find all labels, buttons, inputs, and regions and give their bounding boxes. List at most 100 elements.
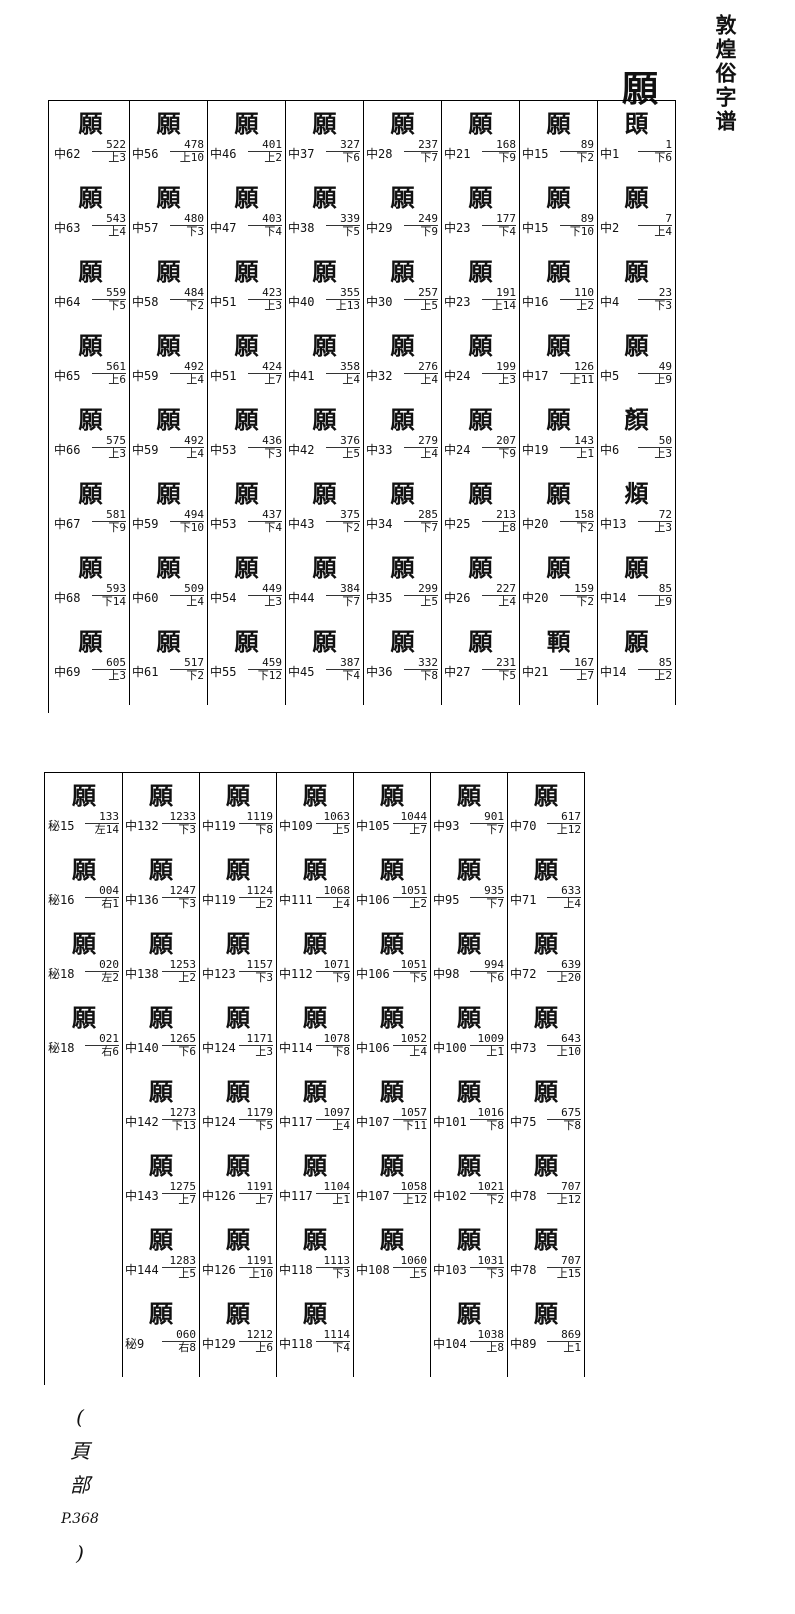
page-number: 561 [92,361,126,374]
line-position: 上2 [576,299,594,312]
line-position: 下14 [101,595,126,608]
page-number: 480 [170,213,204,226]
line-position: 上1 [563,1341,581,1354]
page-number: 1212 [239,1329,273,1342]
variant-glyph: 願 [149,929,173,958]
line-position: 上14 [491,299,516,312]
line-position: 上5 [332,823,350,836]
variant-glyph: 願 [380,855,404,884]
line-position: 上5 [342,447,360,460]
page-number: 494 [170,509,204,522]
page-number: 707 [547,1181,581,1194]
variant-glyph: 願 [534,929,558,958]
variant-glyph: 願 [78,479,103,508]
line-position: 上5 [420,595,438,608]
page-number: 375 [326,509,360,522]
variant-glyph: 願 [546,479,571,508]
line-position: 下10 [179,521,204,534]
line-position: 上7 [576,669,594,682]
line-position: 上4 [186,373,204,386]
page-number: 1247 [162,885,196,898]
page-number: 1097 [316,1107,350,1120]
page-number: 492 [170,435,204,448]
line-position: 下12 [257,669,282,682]
line-position: 下9 [332,971,350,984]
line-position: 上3 [108,151,126,164]
line-position: 下10 [569,225,594,238]
source-ref: 中15 [522,221,549,235]
line-position: 下4 [264,521,282,534]
page-number: 1233 [162,811,196,824]
source-ref: 中42 [288,443,315,457]
variant-glyph: 願 [78,627,103,656]
line-position: 上7 [255,1193,273,1206]
variant-glyph: 願 [546,331,571,360]
variant-glyph: 願 [380,781,404,810]
source-ref: 中72 [510,967,537,981]
variant-glyph: 願 [624,553,649,582]
variant-glyph: 願 [303,1225,327,1254]
line-position: 左14 [94,823,119,836]
source-ref: 中103 [433,1263,467,1277]
line-position: 上3 [108,447,126,460]
line-position: 下7 [486,897,504,910]
line-position: 下2 [576,521,594,534]
source-ref: 秘15 [48,819,75,833]
line-position: 上4 [186,447,204,460]
variant-glyph: 願 [546,109,571,138]
line-position: 上10 [248,1267,273,1280]
page-number: 1071 [316,959,350,972]
page-number: 1275 [162,1181,196,1194]
source-ref: 中126 [202,1189,236,1203]
source-ref: 中108 [356,1263,390,1277]
line-position: 下8 [332,1045,350,1058]
source-ref: 中117 [279,1115,313,1129]
page-number: 1051 [393,959,427,972]
variant-glyph: 願 [156,627,181,656]
source-ref: 中112 [279,967,313,981]
source-ref: 中58 [132,295,159,309]
source-ref: 中21 [444,147,471,161]
page-number: 126 [560,361,594,374]
line-position: 下2 [186,299,204,312]
page-number: 177 [482,213,516,226]
source-ref: 中13 [600,517,627,531]
variant-glyph: 願 [149,1003,173,1032]
source-ref: 中132 [125,819,159,833]
variant-glyph: 願 [312,109,337,138]
variant-glyph: 願 [72,855,96,884]
page-number: 581 [92,509,126,522]
margin-note-line: ) [76,1541,84,1565]
source-ref: 中51 [210,295,237,309]
page-number: 355 [326,287,360,300]
